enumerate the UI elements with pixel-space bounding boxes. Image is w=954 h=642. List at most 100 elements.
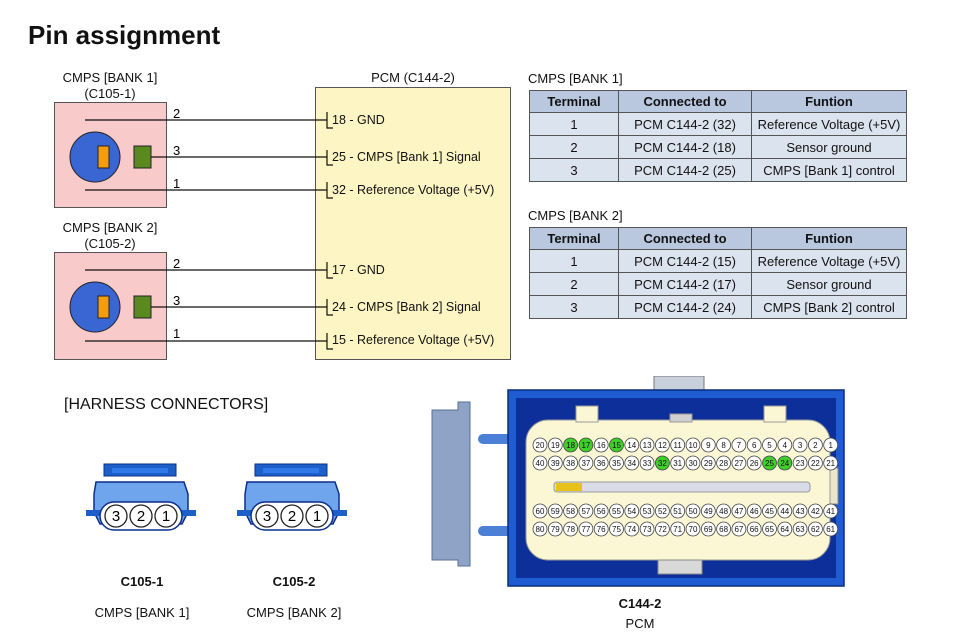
table1-header: Terminal [529,90,619,113]
table-row: 2 PCM C144-2 (18) Sensor ground [529,135,907,159]
table-cell: Sensor ground [751,135,907,159]
pcm-pin-33 [639,455,655,471]
pcm-pin-label: 8 [721,441,726,450]
pcm-pin-57 [578,503,594,519]
pcm-pin-31 [670,455,686,471]
pcm-pin-70 [685,521,701,537]
pcm-pin-label: 79 [551,525,560,534]
sensor2-magnet-icon [69,281,121,333]
connector-c105-2-icon: 3 2 1 [237,463,347,531]
pcm-pin-label: 35 [612,459,621,468]
sensor1-connector: (C105-1) [84,86,136,101]
pcm-pin-28 [716,455,732,471]
table-row: 3 PCM C144-2 (24) CMPS [Bank 2] control [529,295,907,319]
pcm-pin-label: 72 [658,525,667,534]
pcm-pin-62 [807,521,823,537]
pcm-pin-label: 10 [689,441,698,450]
pcm-pin-label: 31 [673,459,682,468]
pcm-pin-label: 16 [597,441,606,450]
s2-pin2-number: 2 [173,256,180,271]
pcm-pin-label: 56 [597,507,606,516]
pcm-pin-label: 7 [737,441,742,450]
pcm-pin-11 [670,437,686,453]
table-cell: 1 [529,112,619,136]
pcm-pin-80 [532,521,548,537]
pcm-pin-7 [731,437,747,453]
pcm-pin-16 [593,437,609,453]
pcm-pin-2 [807,437,823,453]
pcm-pin-label: 41 [826,507,835,516]
table-row: 1 PCM C144-2 (15) Reference Voltage (+5V… [529,249,907,273]
pcm-pin-25: 25 - CMPS [Bank 1] Signal [332,150,481,164]
pcm-pin-label: 19 [551,441,560,450]
pcm-pin-29 [700,455,716,471]
pcm-pin-label: 13 [643,441,652,450]
pcm-pin-56 [593,503,609,519]
pcm-pin-5 [762,437,777,453]
pcm-pin-69 [700,521,716,537]
pcm-pin-24: 24 - CMPS [Bank 2] Signal [332,300,481,314]
pcm-pin-label: 55 [612,507,621,516]
pcm-pin-label: 4 [783,441,788,450]
pcm-pin-35 [609,455,624,471]
pcm-pin-34 [624,455,640,471]
pcm-pin-71 [670,521,686,537]
pcm-pin-label: 20 [536,441,545,450]
c105-2-pin: 3 [263,508,271,525]
pcm-pin-label: 70 [689,525,698,534]
table2-header: Funtion [751,227,907,250]
table-cell: Sensor ground [751,272,907,296]
c105-1-pin: 1 [162,508,170,525]
c105-2-desc: CMPS [BANK 2] [246,605,342,620]
pcm-pin-label: 39 [551,459,560,468]
c144-2-desc: PCM [625,616,655,631]
pcm-pin-10 [685,437,701,453]
pcm-pin-61 [823,521,839,537]
pcm-pin-label: 47 [734,507,743,516]
pcm-pin-label: 73 [643,525,652,534]
pcm-pin-label: 6 [752,441,757,450]
pcm-pin-label: 37 [581,459,590,468]
pcm-pin-20 [532,437,548,453]
s2-pin1-number: 1 [173,326,180,341]
pcm-pin-label: 65 [765,525,774,534]
table2-header: Terminal [529,227,619,250]
pcm-pin-label: 26 [750,459,759,468]
pcm-pin-label: 11 [674,441,683,450]
pcm-pin-32 [654,455,670,471]
table-cell: PCM C144-2 (25) [618,158,752,182]
table-row: 2 PCM C144-2 (17) Sensor ground [529,272,907,296]
connector-c105-1-icon: 3 2 1 [86,463,196,531]
pcm-pin-label: 69 [704,525,713,534]
pcm-pin-label: 18 [566,441,575,450]
pcm-pin-label: 27 [734,459,743,468]
pcm-pin-label: 34 [627,459,636,468]
pcm-body [315,87,511,360]
pcm-pin-label: 46 [750,507,759,516]
pcm-pin-77 [578,521,594,537]
pcm-pin-label: 57 [581,507,590,516]
pcm-pin-label: 48 [719,507,728,516]
table-cell: PCM C144-2 (15) [618,249,752,273]
pcm-pin-41 [823,503,839,519]
c105-2-id: C105-2 [272,574,316,589]
table-row: 1 PCM C144-2 (32) Reference Voltage (+5V… [529,112,907,136]
pcm-pin-17: 17 - GND [332,263,385,277]
sensor2-connector: (C105-2) [84,236,136,251]
pcm-pin-58 [563,503,579,519]
sensor1-magnet-icon [69,131,121,183]
pcm-pin-47 [731,503,747,519]
pcm-pin-label: 50 [689,507,698,516]
s1-pin2-number: 2 [173,106,180,121]
pcm-pin-52 [654,503,670,519]
pcm-pin-14 [624,437,640,453]
pcm-pin-label: 33 [643,459,652,468]
table-cell: PCM C144-2 (24) [618,295,752,319]
pcm-pin-label: 12 [658,441,667,450]
table-cell: CMPS [Bank 1] control [751,158,907,182]
pcm-pin-26 [746,455,762,471]
pcm-pin-12 [654,437,670,453]
page-title: Pin assignment [28,20,221,50]
pcm-pin-label: 9 [706,441,711,450]
pcm-pin-24 [777,455,793,471]
